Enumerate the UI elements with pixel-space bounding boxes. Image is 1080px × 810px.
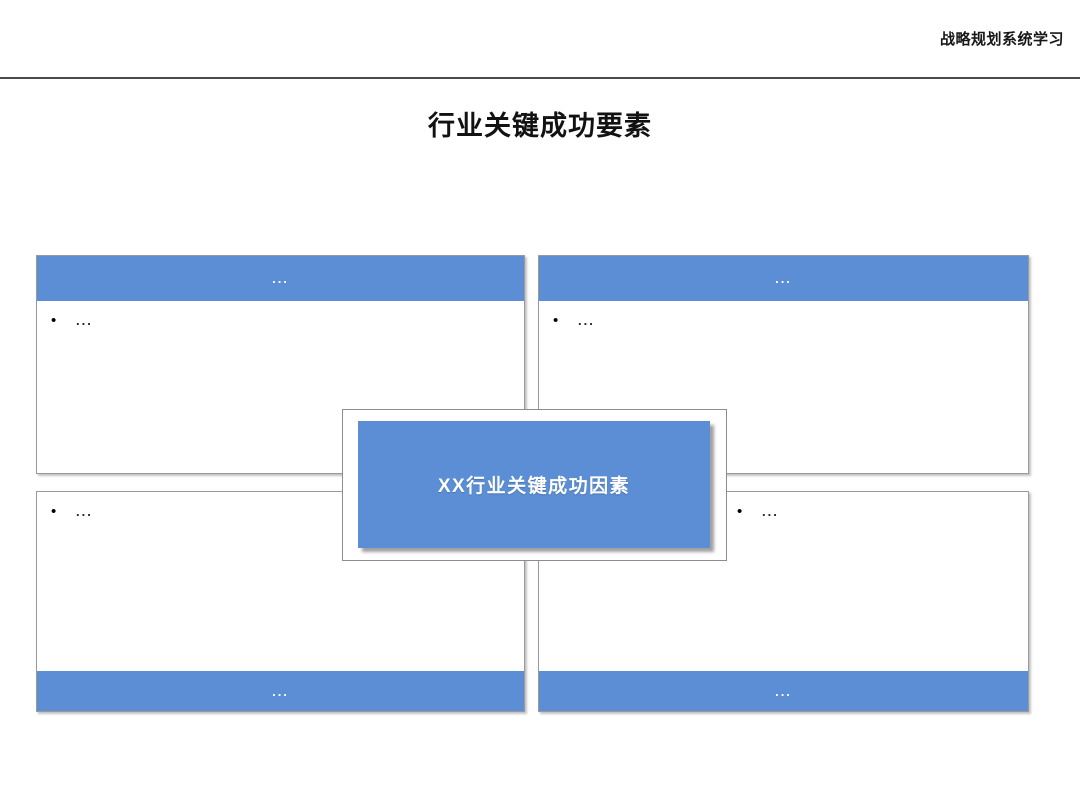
list-item: • ... bbox=[737, 504, 779, 519]
bullet-text: ... bbox=[76, 313, 93, 328]
quadrant-top-left-header-bar: ... bbox=[37, 256, 524, 301]
list-item: • ... bbox=[51, 504, 93, 519]
bullet-text: ... bbox=[762, 504, 779, 519]
quadrant-top-left[interactable]: ... • ... bbox=[36, 255, 525, 474]
page-title: 行业关键成功要素 bbox=[428, 111, 652, 141]
quadrant-bottom-right-footer-bar: ... bbox=[539, 671, 1028, 711]
center-card[interactable]: XX行业关键成功因素 bbox=[358, 421, 710, 548]
bullet-point-icon: • bbox=[553, 312, 559, 329]
bullet-text: ... bbox=[578, 313, 595, 328]
center-card-label: XX行业关键成功因素 bbox=[437, 476, 631, 497]
bullet-point-icon: • bbox=[51, 312, 57, 329]
list-item: • ... bbox=[553, 313, 595, 328]
header-course-label: 战略规划系统学习 bbox=[939, 31, 1064, 48]
bullet-text: ... bbox=[76, 504, 93, 519]
bullet-point-icon: • bbox=[51, 503, 57, 520]
list-item: • ... bbox=[51, 313, 93, 328]
bullet-point-icon: • bbox=[737, 503, 743, 520]
quadrant-bottom-left-footer-bar: ... bbox=[37, 671, 524, 711]
header-divider-rule bbox=[0, 77, 1080, 79]
quadrant-top-right-header-bar: ... bbox=[539, 256, 1028, 301]
